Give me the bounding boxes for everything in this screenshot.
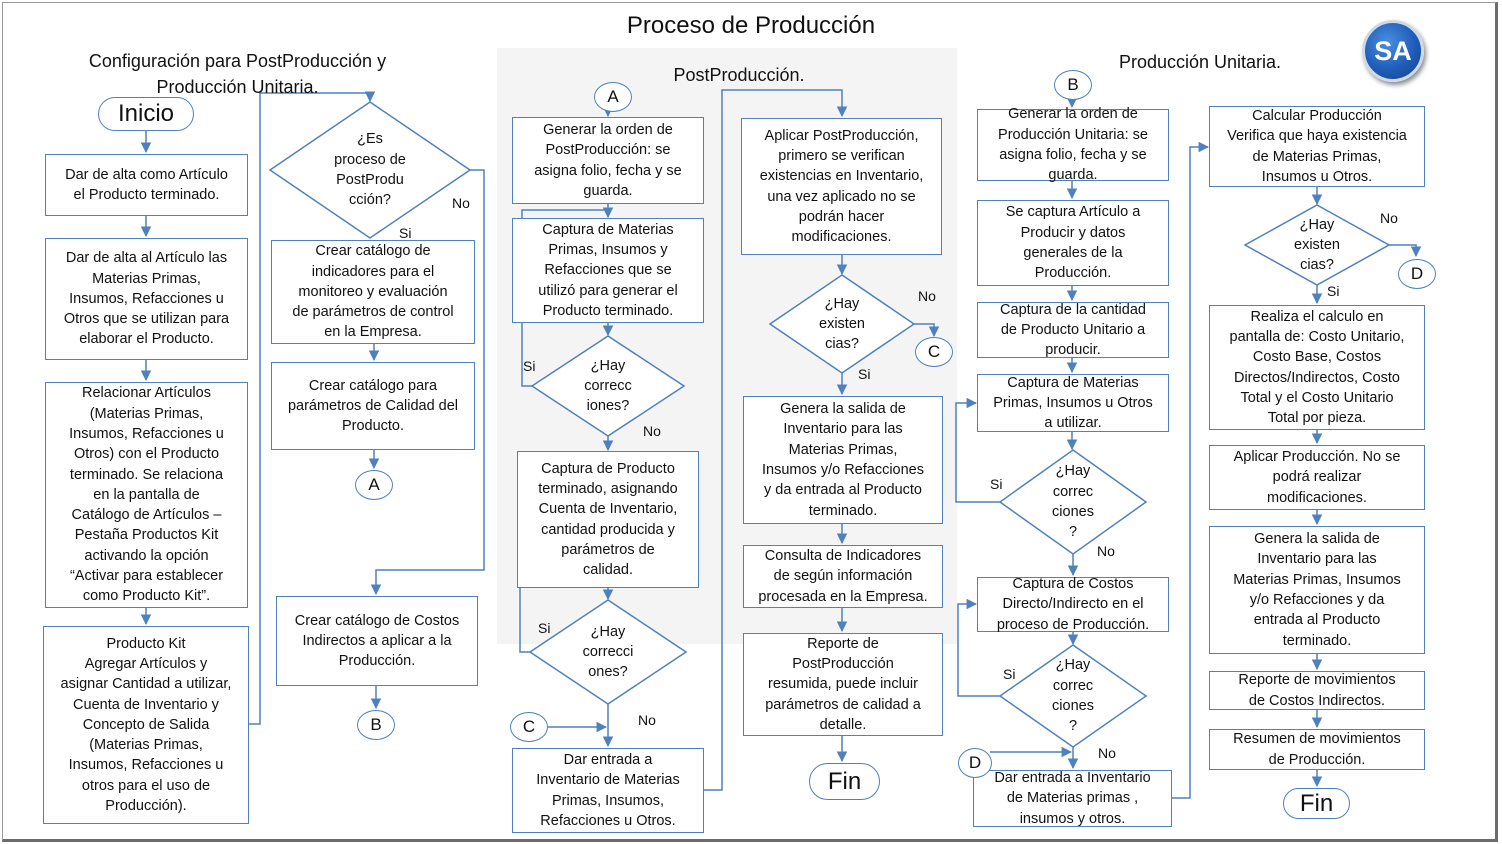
fin-terminal-unitaria: Fin bbox=[1283, 788, 1350, 819]
decision-correcciones-3-text: ¿Hay correc ciones ? bbox=[1052, 463, 1094, 541]
decision-shape-postproduccion bbox=[268, 101, 472, 239]
step-captura-producto-terminado: Captura de Producto terminado, asignando… bbox=[517, 451, 699, 588]
label-no: No bbox=[1098, 745, 1116, 761]
label-si: Si bbox=[1003, 666, 1016, 682]
fin-terminal-post: Fin bbox=[809, 763, 880, 800]
decision-existencias-2-text: ¿Hay existen cias? bbox=[1294, 216, 1340, 274]
step-aplicar-produccion: Aplicar Producción. No se podrá realizar… bbox=[1209, 445, 1425, 510]
step-captura-materias-post: Captura de Materias Primas, Insumos y Re… bbox=[512, 218, 704, 323]
step-reporte-postproduccion: Reporte de PostProducción resumida, pued… bbox=[743, 633, 943, 736]
label-si: Si bbox=[1327, 283, 1340, 299]
label-no: No bbox=[1097, 543, 1115, 559]
connector-a-out: A bbox=[355, 470, 393, 500]
label-si: Si bbox=[399, 225, 412, 241]
step-orden-produccion-unitaria: Generar la orden de Producción Unitaria:… bbox=[977, 106, 1169, 183]
step-producto-kit: Producto Kit Agregar Artículos y asignar… bbox=[43, 626, 249, 824]
step-consulta-indicadores: Consulta de Indicadores de según informa… bbox=[743, 545, 943, 608]
decision-postproduccion-text: ¿Es proceso de PostProdu cción? bbox=[334, 131, 406, 209]
step-captura-materias-unitaria: Captura de Materias Primas, Insumos u Ot… bbox=[977, 374, 1169, 432]
page-title: Proceso de Producción bbox=[626, 12, 876, 39]
label-si: Si bbox=[538, 620, 551, 636]
step-calcular-produccion: Calcular Producción Verifica que haya ex… bbox=[1209, 106, 1425, 187]
label-no: No bbox=[643, 423, 661, 439]
step-entrada-inventario-unitaria: Dar entrada a Inventario de Materias pri… bbox=[973, 770, 1172, 827]
connector-d-out: D bbox=[1398, 259, 1436, 289]
decision-correcciones-1-text: ¿Hay correcc iones? bbox=[584, 357, 632, 415]
step-captura-articulo: Se captura Artículo a Producir y datos g… bbox=[977, 200, 1169, 286]
connector-c-in: C bbox=[510, 712, 548, 742]
step-captura-cantidad: Captura de la cantidad de Producto Unita… bbox=[977, 302, 1169, 358]
connector-b-out: B bbox=[357, 710, 395, 740]
step-captura-costos: Captura de Costos Directo/Indirecto en e… bbox=[977, 576, 1169, 633]
decision-correcciones-4-text: ¿Hay correc ciones ? bbox=[1052, 657, 1094, 735]
sa-logo: SA bbox=[1362, 20, 1424, 82]
connector-c-out: C bbox=[915, 337, 953, 367]
step-alta-materias-primas: Dar de alta al Artículo las Materias Pri… bbox=[45, 238, 248, 360]
connector-b-in: B bbox=[1054, 70, 1092, 100]
step-salida-inventario-unitaria: Genera la salida de Inventario para las … bbox=[1209, 526, 1425, 654]
label-si: Si bbox=[523, 358, 536, 374]
label-si: Si bbox=[858, 366, 871, 382]
step-orden-postproduccion: Generar la orden de PostProducción: se a… bbox=[512, 117, 704, 204]
step-resumen-produccion: Resumen de movimientos de Producción. bbox=[1209, 729, 1425, 770]
label-no: No bbox=[918, 288, 936, 304]
step-catalogo-costos-indirectos: Crear catálogo de Costos Indirectos a ap… bbox=[276, 596, 478, 686]
inicio-terminal: Inicio bbox=[98, 97, 194, 131]
decision-correcciones-2-text: ¿Hay correcci ones? bbox=[582, 623, 634, 681]
step-aplicar-postproduccion: Aplicar PostProducción, primero se verif… bbox=[741, 118, 942, 255]
label-no: No bbox=[1380, 210, 1398, 226]
step-catalogo-calidad: Crear catálogo para parámetros de Calida… bbox=[271, 362, 475, 450]
step-alta-producto-terminado: Dar de alta como Artículo el Producto te… bbox=[45, 154, 248, 216]
step-entrada-inventario-post: Dar entrada a Inventario de Materias Pri… bbox=[512, 748, 704, 833]
label-si: Si bbox=[990, 476, 1003, 492]
step-reporte-costos-indirectos: Reporte de movimientos de Costos Indirec… bbox=[1209, 671, 1425, 710]
label-no: No bbox=[452, 195, 470, 211]
heading-produccion-unitaria: Producción Unitaria. bbox=[1118, 52, 1282, 72]
step-catalogo-indicadores: Crear catálogo de indicadores para el mo… bbox=[271, 240, 475, 344]
heading-configuracion: Configuración para PostProducción y Prod… bbox=[88, 51, 387, 98]
step-salida-inventario-post: Genera la salida de Inventario para las … bbox=[743, 396, 943, 524]
step-calculo-costos: Realiza el calculo en pantalla de: Costo… bbox=[1209, 305, 1425, 430]
label-no: No bbox=[638, 712, 656, 728]
decision-existencias-1-text: ¿Hay existen cias? bbox=[819, 295, 865, 353]
heading-postproduccion: PostProducción. bbox=[673, 65, 805, 85]
connector-d-in: D bbox=[958, 748, 992, 778]
step-relacionar-articulos: Relacionar Artículos (Materias Primas, I… bbox=[45, 382, 248, 608]
